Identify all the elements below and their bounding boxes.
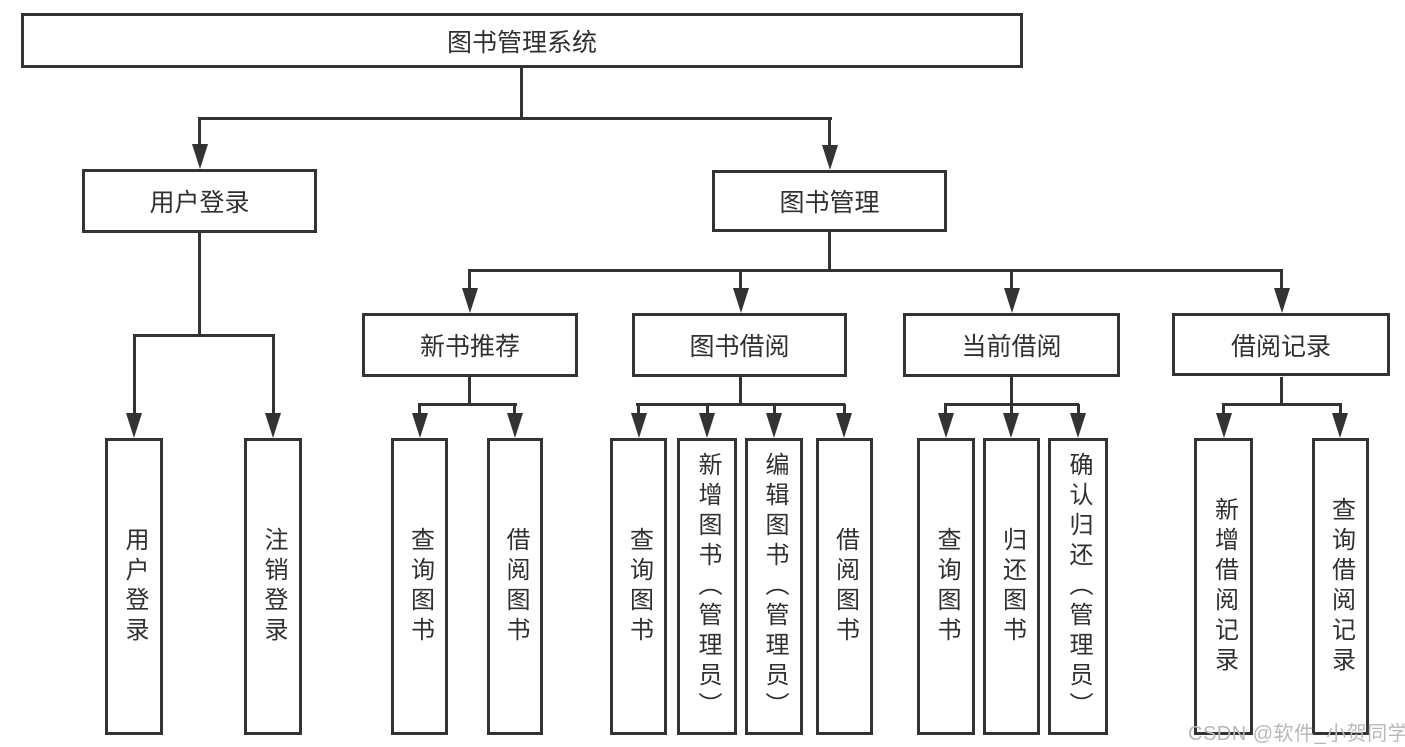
connector-book-management-stem [828, 232, 831, 271]
connector-br-stem [1280, 377, 1283, 406]
leaf-br-query-record-label: 查询借阅记录 [1327, 496, 1355, 677]
arrowhead-nb-query-icon [412, 413, 428, 438]
leaf-br-add-record: 新增借阅记录 [1194, 438, 1253, 735]
connector-to-user-login [198, 118, 201, 148]
connector-to-bb-edit [773, 404, 776, 415]
connector-to-new-book-recommend [468, 271, 471, 291]
connector-user-login-bus [133, 334, 275, 337]
leaf-logout-label: 注销登录 [260, 526, 287, 647]
connector-to-borrow-records [1280, 271, 1283, 291]
node-book-borrow: 图书借阅 [632, 313, 847, 377]
leaf-bb-add-books-admin: 新增图书（管理员） [677, 438, 737, 735]
arrowhead-br-add-icon [1216, 413, 1232, 438]
arrowhead-current-borrow-icon [1004, 288, 1020, 313]
leaf-user-login: 用户登录 [105, 438, 163, 735]
leaf-bb-edit-books-admin: 编辑图书（管理员） [745, 438, 803, 735]
node-current-borrow: 当前借阅 [903, 313, 1120, 377]
connector-to-book-borrow [739, 271, 742, 291]
leaf-cb-query-books: 查询图书 [917, 438, 975, 735]
arrowhead-nb-borrow-icon [507, 413, 523, 438]
connector-bb-stem [739, 377, 742, 406]
arrowhead-user-login-icon [192, 144, 208, 169]
connector-level2-bus [198, 117, 832, 120]
arrowhead-bb-edit-icon [766, 413, 782, 438]
connector-to-bb-borrow [843, 404, 846, 415]
leaf-logout: 注销登录 [244, 438, 302, 735]
leaf-nb-borrow-books: 借阅图书 [487, 438, 543, 735]
connector-to-leaf-logout [272, 336, 275, 415]
node-current-borrow-label: 当前借阅 [961, 333, 1062, 361]
connector-to-cb-confirm [1077, 404, 1080, 415]
connector-to-cb-query [944, 404, 947, 415]
connector-cb-stem [1010, 377, 1013, 406]
arrowhead-cb-return-icon [1003, 413, 1019, 438]
arrowhead-book-borrow-icon [733, 288, 749, 313]
leaf-bb-borrow-books: 借阅图书 [816, 438, 873, 735]
connector-user-login-stem [198, 233, 201, 337]
connector-to-cb-return [1010, 404, 1013, 415]
leaf-nb-borrow-books-label: 借阅图书 [502, 526, 529, 647]
arrowhead-br-query-icon [1332, 413, 1348, 438]
node-book-management: 图书管理 [712, 170, 947, 232]
connector-to-current-borrow [1010, 271, 1013, 291]
leaf-bb-edit-books-admin-label: 编辑图书（管理员） [761, 451, 788, 722]
node-book-borrow-label: 图书借阅 [689, 333, 790, 361]
connector-br-bus [1222, 403, 1342, 406]
arrowhead-new-book-recommend-icon [462, 288, 478, 313]
leaf-user-login-label: 用户登录 [121, 526, 148, 647]
connector-to-nb-query [418, 404, 421, 415]
leaf-bb-add-books-admin-label: 新增图书（管理员） [694, 451, 721, 722]
leaf-br-add-record-label: 新增借阅记录 [1210, 496, 1238, 677]
node-book-management-label: 图书管理 [779, 189, 880, 217]
node-new-book-recommend-label: 新书推荐 [419, 333, 520, 361]
leaf-cb-confirm-return-admin: 确认归还（管理员） [1048, 438, 1108, 735]
connector-to-br-add [1222, 404, 1225, 415]
connector-level3-bus [468, 269, 1283, 272]
arrowhead-cb-query-icon [938, 413, 954, 438]
leaf-bb-borrow-books-label: 借阅图书 [831, 526, 859, 647]
connector-to-book-management [828, 118, 831, 149]
connector-nb-bus [418, 403, 517, 406]
node-root-label: 图书管理系统 [446, 28, 597, 57]
node-borrow-records-label: 借阅记录 [1230, 332, 1331, 361]
arrowhead-bb-add-icon [699, 413, 715, 438]
node-root: 图书管理系统 [21, 13, 1023, 68]
leaf-nb-query-books: 查询图书 [391, 438, 448, 735]
leaf-nb-query-books-label: 查询图书 [406, 526, 434, 647]
arrowhead-cb-confirm-icon [1070, 413, 1086, 438]
leaf-cb-confirm-return-admin-label: 确认归还（管理员） [1065, 451, 1092, 722]
connector-to-nb-borrow [513, 404, 516, 415]
connector-bb-bus [636, 403, 845, 406]
arrowhead-bb-query-icon [631, 413, 647, 438]
arrowhead-leaf-login-icon [126, 413, 142, 438]
leaf-cb-return-books-label: 归还图书 [998, 526, 1026, 647]
leaf-cb-query-books-label: 查询图书 [933, 526, 960, 647]
node-borrow-records: 借阅记录 [1172, 313, 1390, 376]
connector-to-bb-query [637, 404, 640, 415]
connector-to-bb-add [706, 404, 709, 415]
node-new-book-recommend: 新书推荐 [362, 313, 578, 377]
leaf-bb-query-books: 查询图书 [610, 438, 667, 735]
leaf-br-query-record: 查询借阅记录 [1312, 438, 1369, 735]
arrowhead-bb-borrow-icon [836, 413, 852, 438]
arrowhead-book-management-icon [822, 145, 838, 170]
leaf-bb-query-books-label: 查询图书 [625, 526, 653, 647]
csdn-watermark: CSDN @软件_小贺同学 [1188, 723, 1405, 745]
node-user-login-label: 用户登录 [149, 189, 250, 217]
connector-root-stem [520, 68, 523, 119]
arrowhead-borrow-records-icon [1274, 288, 1290, 313]
arrowhead-leaf-logout-icon [265, 413, 281, 438]
connector-to-leaf-login [133, 336, 136, 415]
leaf-cb-return-books: 归还图书 [983, 438, 1040, 735]
connector-nb-stem [468, 377, 471, 406]
node-user-login: 用户登录 [82, 169, 317, 233]
connector-to-br-query [1339, 404, 1342, 415]
